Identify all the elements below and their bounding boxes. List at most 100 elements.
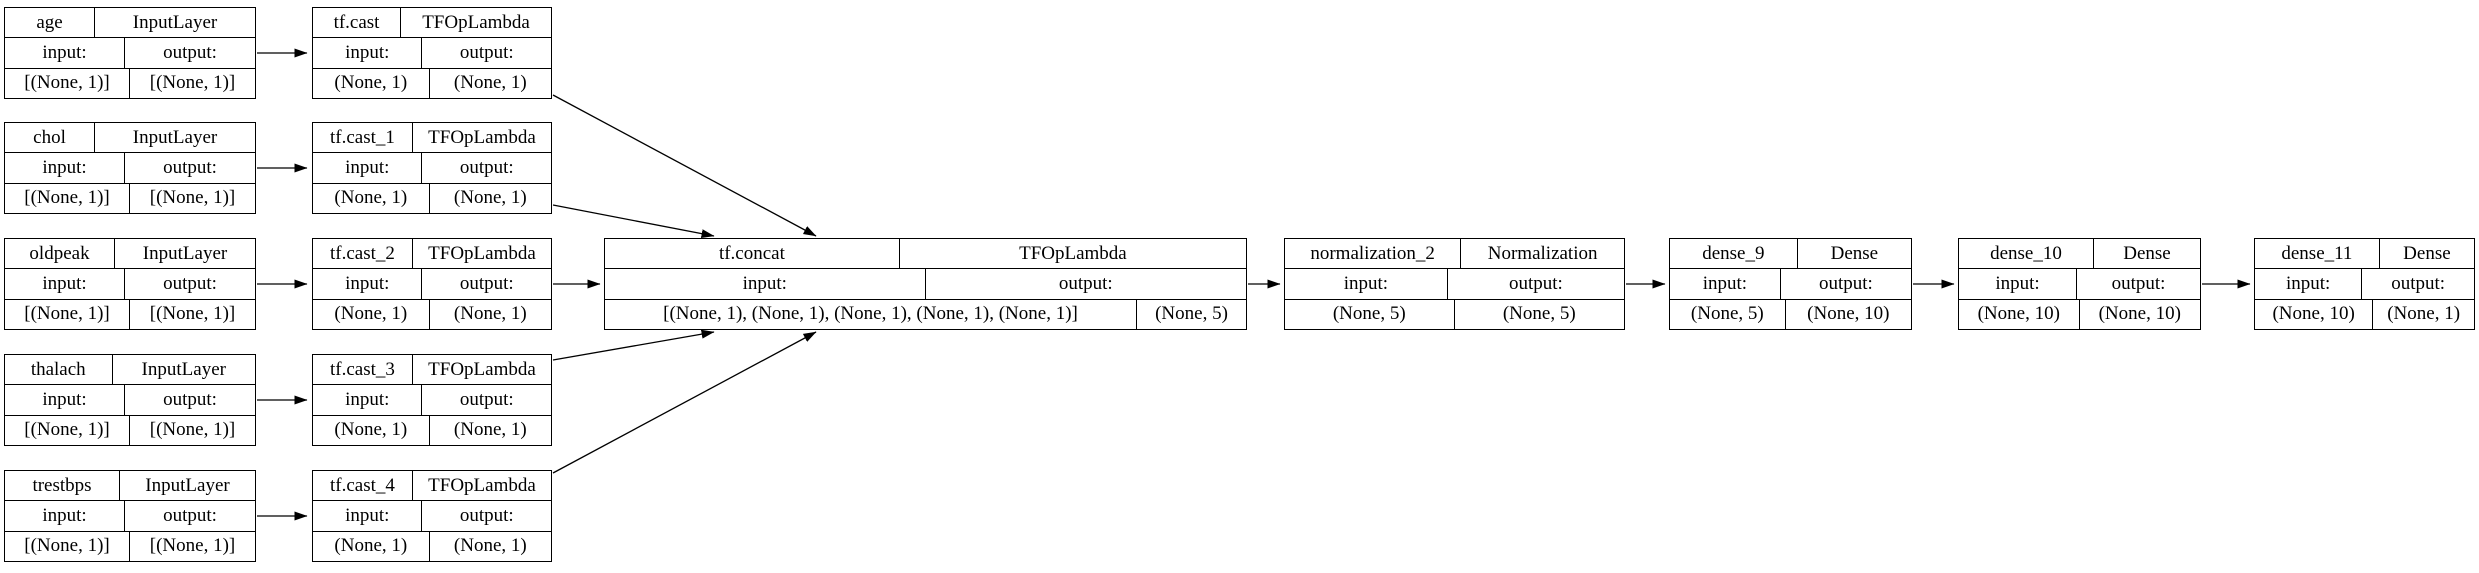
input-shape: [(None, 1)] [5, 299, 130, 329]
output-shape: (None, 1) [453, 535, 527, 557]
input-shape: (None, 1) [313, 415, 430, 445]
edge-tf_cast_4-tf_concat [552, 331, 817, 474]
node-trestbps: trestbps InputLayer input: output: [(None,… [4, 470, 256, 562]
input-label: input: [313, 153, 423, 183]
output-shape: (None, 1) [453, 303, 527, 325]
input-label: input: [1670, 269, 1781, 299]
layer-name: oldpeak [5, 239, 115, 269]
output-label: output: [1508, 272, 1563, 294]
output-shape: (None, 1) [453, 187, 527, 209]
input-label: input: [1959, 269, 2078, 299]
input-shape: [(None, 1)] [5, 68, 130, 98]
output-shape: [(None, 1)] [149, 72, 236, 94]
input-label: input: [5, 501, 125, 531]
output-shape: (None, 10) [2098, 303, 2181, 325]
input-shape: (None, 1) [313, 183, 430, 213]
input-label: input: [2255, 269, 2363, 299]
input-label: input: [313, 501, 423, 531]
output-label: output: [1819, 272, 1873, 294]
input-shape: (None, 10) [1959, 299, 2080, 329]
output-label: output: [163, 41, 217, 63]
layer-type: InputLayer [142, 242, 228, 264]
layer-name: tf.cast_2 [313, 239, 413, 269]
input-shape: [(None, 1)] [5, 183, 130, 213]
input-label: input: [605, 269, 926, 299]
input-label: input: [5, 153, 125, 183]
layer-name: tf.cast_1 [313, 123, 413, 153]
layer-name: dense_11 [2255, 239, 2380, 269]
input-shape: [(None, 1), (None, 1), (None, 1), (None,… [605, 299, 1138, 329]
layer-name: tf.cast_4 [313, 471, 413, 501]
output-label: output: [459, 272, 514, 294]
input-shape: (None, 5) [1285, 299, 1455, 329]
edge-tf_cast-tf_concat [552, 94, 817, 237]
input-shape: (None, 1) [313, 531, 430, 561]
output-shape: (None, 5) [1502, 303, 1576, 325]
layer-type: Dense [2403, 242, 2451, 264]
input-shape: [(None, 1)] [5, 531, 130, 561]
input-shape: (None, 1) [313, 68, 430, 98]
output-label: output: [1058, 272, 1113, 294]
layer-type: TFOpLambda [1019, 242, 1127, 264]
input-shape: [(None, 1)] [5, 415, 130, 445]
node-tf_cast_4: tf.cast_4 TFOpLambda input: output: (None,… [312, 470, 552, 562]
node-tf_cast_3: tf.cast_3 TFOpLambda input: output: (None,… [312, 354, 552, 446]
layer-name: chol [5, 123, 95, 153]
output-shape: (None, 1) [2387, 303, 2461, 325]
layer-type: InputLayer [145, 474, 230, 496]
layer-type: InputLayer [132, 11, 218, 33]
input-shape: (None, 1) [313, 299, 430, 329]
output-shape: [(None, 1)] [149, 187, 236, 209]
node-dense_11: dense_11 Dense input: output: (None, 10) (N… [2254, 238, 2475, 330]
layer-type: InputLayer [132, 126, 218, 148]
layer-name: dense_10 [1959, 239, 2094, 269]
output-shape: [(None, 1)] [149, 419, 236, 441]
output-label: output: [163, 388, 217, 410]
layer-type: InputLayer [141, 358, 226, 380]
input-shape: (None, 10) [2255, 299, 2374, 329]
layer-name: age [5, 8, 95, 38]
output-shape: (None, 10) [1807, 303, 1890, 325]
output-label: output: [459, 504, 514, 526]
output-label: output: [459, 41, 514, 63]
node-dense_10: dense_10 Dense input: output: (None, 10) (N… [1958, 238, 2201, 330]
layer-type: TFOpLambda [428, 242, 536, 264]
layer-name: tf.cast_3 [313, 355, 413, 385]
node-oldpeak: oldpeak InputLayer input: output: [(None, … [4, 238, 256, 330]
layer-name: dense_9 [1670, 239, 1798, 269]
layer-type: TFOpLambda [428, 358, 536, 380]
input-label: input: [5, 38, 125, 68]
input-label: input: [313, 269, 423, 299]
output-label: output: [163, 156, 217, 178]
input-label: input: [313, 385, 423, 415]
layer-type: TFOpLambda [428, 474, 536, 496]
output-shape: (None, 1) [453, 419, 527, 441]
output-label: output: [459, 156, 514, 178]
edge-tf_cast_1-tf_concat [552, 204, 715, 239]
output-label: output: [2391, 272, 2446, 294]
edge-tf_cast_3-tf_concat [552, 329, 715, 361]
layer-name: thalach [5, 355, 113, 385]
output-shape: [(None, 1)] [149, 303, 236, 325]
layer-type: Dense [2123, 242, 2171, 264]
input-shape: (None, 5) [1670, 299, 1786, 329]
node-tf_cast_2: tf.cast_2 TFOpLambda input: output: (None,… [312, 238, 552, 330]
layer-type: Normalization [1487, 242, 1598, 264]
layer-name: tf.cast [313, 8, 402, 38]
output-label: output: [2111, 272, 2166, 294]
node-age: age InputLayer input: output: [(None, 1)] [… [4, 7, 256, 99]
input-label: input: [5, 269, 125, 299]
output-shape: (None, 5) [1155, 303, 1228, 325]
output-label: output: [163, 504, 217, 526]
output-label: output: [459, 388, 514, 410]
output-label: output: [163, 272, 217, 294]
layer-name: trestbps [5, 471, 120, 501]
